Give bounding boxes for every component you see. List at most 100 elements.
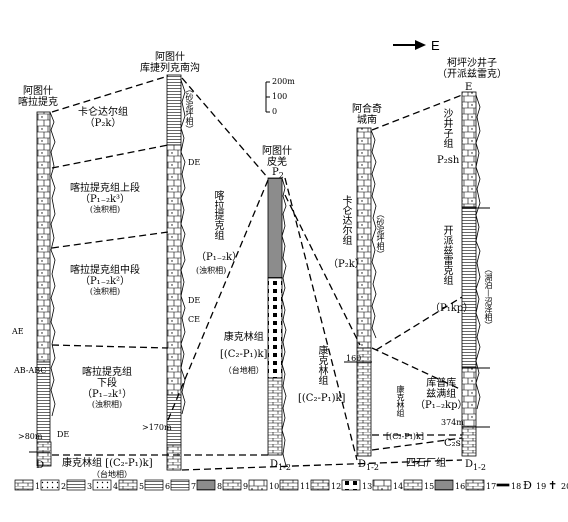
legend-symbol: ✝	[548, 479, 557, 492]
piqiang-top-label: P2	[272, 167, 284, 180]
unit-kaerdaer-1: 卡仑达尔组（P₂k）	[78, 107, 128, 129]
boundary-ticks	[29, 207, 490, 453]
legend-swatch	[118, 479, 138, 491]
correlation-lines	[51, 75, 463, 471]
unit-kaerdaer-2-code: （P₂k）	[328, 259, 365, 270]
legend-label: 3	[87, 482, 92, 491]
legend-swatch	[14, 479, 34, 491]
annot-de-3: DE	[188, 296, 201, 305]
unit-upper-member: 喀拉提克组上段（P₁₋₂k³）(浊积相)	[70, 183, 140, 214]
legend-label: 13	[362, 482, 372, 491]
column-kepingshajingzi	[461, 91, 481, 457]
legend-swatch	[66, 479, 86, 491]
aheqi-bottom-label: D1-2	[358, 459, 379, 472]
legend-label: 2	[61, 482, 66, 491]
legend-label: 4	[113, 482, 118, 491]
annot-160: 160	[346, 354, 362, 363]
legend-swatch	[496, 483, 510, 487]
unit-lower-member: 喀拉提克组下段（P₁₋₂k¹）(浊积相)	[82, 367, 133, 409]
section-title-kujieliekenan: 阿图什库捷列克南沟	[140, 52, 200, 74]
unit-kalatike-vertical-code: （P₁₋₂k）	[196, 252, 243, 263]
legend-swatch	[310, 479, 330, 491]
unit-shajingzi-code: P₂sh	[437, 155, 460, 166]
legend-label: 20	[561, 482, 568, 491]
scale-100: 100	[272, 92, 288, 101]
legend-label: 5	[139, 482, 144, 491]
column-kalatike	[36, 111, 56, 467]
legend-swatch	[196, 479, 216, 491]
legend-swatch	[403, 479, 423, 491]
unit-kangkelin-right: 康克林组	[316, 345, 327, 385]
legend-label: 15	[424, 482, 434, 491]
kalatike-bottom-label: D	[36, 460, 45, 471]
unit-kangkelin-right-code: [(C₂-P₁)k]	[298, 393, 346, 404]
unit-middle-member: 喀拉提克组中段（P₁₋₂k²）(浊积相)	[70, 265, 140, 296]
unit-kalatike-vertical: 喀拉提克组	[212, 190, 223, 240]
section-title-aheqi: 阿合奇城南	[352, 104, 382, 126]
legend-label: 6	[165, 482, 170, 491]
legend-label: 19	[536, 482, 546, 491]
annot-gt80: >80m	[18, 432, 43, 441]
legend-label: 10	[269, 482, 279, 491]
legend-label: 16	[455, 482, 465, 491]
unit-kangkelin-bottom-facies: （台地相）	[92, 470, 132, 479]
unit-kaipaizi-code: （P₁kp）	[430, 303, 474, 314]
annot-gt170: >170m	[142, 423, 172, 432]
unit-sishichang: 四石厂组	[406, 458, 446, 469]
unit-kaerdaer-2: 卡仑达尔组	[340, 195, 351, 245]
unit-kangkelin-small-code: [(C₂-P₁)k]	[386, 432, 424, 441]
legend-label: 1	[35, 482, 40, 491]
east-arrow	[393, 40, 426, 50]
legend-label: 14	[393, 482, 403, 491]
piqiang-bottom-label: D1-2	[270, 459, 291, 472]
scale-0: 0	[272, 107, 278, 116]
annot-de-2: DE	[188, 158, 201, 167]
legend-swatch	[341, 479, 361, 491]
unit-shanixiang-1: （砂泥坪相）	[185, 85, 194, 133]
section-title-kepingshajingzi: 柯坪沙井子（开派兹雷克）	[437, 58, 507, 80]
unit-kaipaizi: 开派兹雷克组	[441, 225, 452, 285]
section-title-kalatike: 阿图什喀拉提克	[18, 86, 58, 108]
legend-swatch	[170, 479, 190, 491]
legend-label: 7	[191, 482, 196, 491]
legend-label: 9	[243, 482, 248, 491]
annot-ab-abc: AB-ABC	[14, 366, 47, 375]
legend-label: 17	[486, 482, 496, 491]
legend-label: 18	[511, 482, 521, 491]
section-title-piqiang: 阿图什皮羌	[262, 146, 292, 168]
unit-shajingzi: 沙井子组	[441, 108, 452, 148]
legend-label: 11	[300, 482, 310, 491]
unit-kangkelin-bottom: 康克林组 [(C₂-P₁)k]	[62, 458, 153, 469]
legend-swatch	[465, 479, 485, 491]
unit-shanixiang-2: （砂泥坪相）	[376, 210, 385, 258]
keping-top-label: E	[465, 82, 473, 93]
unit-kalatike-vertical-facies: (浊积相)	[196, 266, 227, 275]
unit-hupo: （湖泊—沼泽相）	[484, 265, 493, 329]
legend-swatch	[144, 479, 164, 491]
east-label: E	[431, 38, 440, 53]
column-aheqi	[356, 127, 377, 457]
unit-kuzanku: 库普库兹满组（P₁₋₂kp）	[415, 378, 468, 411]
legend-symbol: Ɖ	[523, 479, 532, 492]
unit-kangkelin-center: 康克林组 [(C₂-P₁)k] （台地相）	[220, 332, 268, 375]
legend-swatch	[40, 479, 60, 491]
annot-374m: 374m	[441, 418, 464, 427]
unit-kangkelin-small: 康克林组	[396, 385, 405, 417]
scale-200m: 200m	[272, 77, 295, 86]
legend-swatch	[92, 479, 112, 491]
legend-swatch	[222, 479, 242, 491]
annot-de-1: DE	[57, 430, 70, 439]
legend-label: 12	[331, 482, 341, 491]
legend-swatch	[248, 479, 268, 491]
unit-c2s: C₂s	[444, 438, 461, 449]
keping-bottom-label: D1-2	[465, 459, 486, 472]
legend-swatch	[279, 479, 299, 491]
column-kujieliekenan	[166, 74, 186, 471]
scale-bar	[265, 81, 270, 113]
legend-swatch	[434, 479, 454, 491]
annot-ae: AE	[12, 327, 24, 336]
column-piqiang	[267, 177, 287, 467]
legend-swatch	[372, 479, 392, 491]
